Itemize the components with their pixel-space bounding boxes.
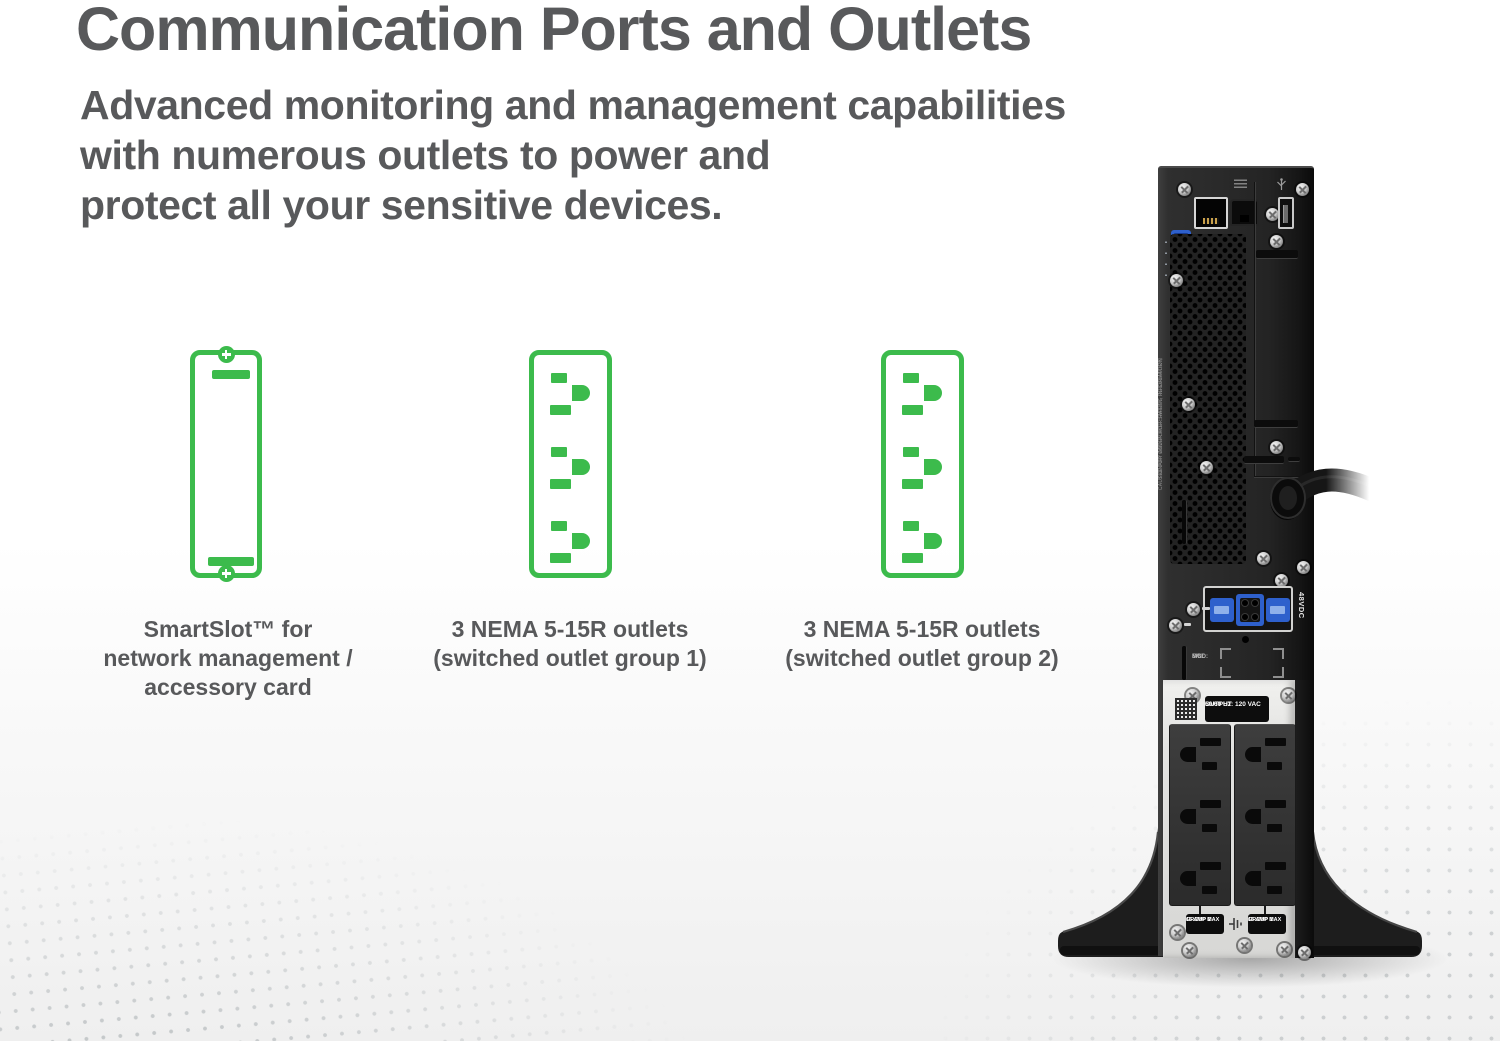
screw-icon	[1187, 603, 1200, 616]
page-subtitle: Advanced monitoring and management capab…	[80, 80, 1066, 230]
slot-cover-dash	[1288, 457, 1300, 462]
screw-icon	[1178, 183, 1191, 196]
caption-line: SmartSlot™ for	[143, 616, 313, 642]
nema-outlet	[1239, 857, 1293, 901]
ups-rear-panel-photo: SEE TOP COVER FOR SAFETY, REGULATORY, CA…	[1158, 166, 1314, 959]
card-slot-bar	[208, 557, 254, 566]
label-connector-line	[1264, 906, 1266, 914]
usb-trident-icon	[1277, 178, 1286, 190]
screw-icon	[1282, 689, 1295, 702]
qr-code	[1175, 698, 1197, 720]
nema-outlet	[1174, 733, 1228, 777]
group-label-line: GROUP 1	[1248, 917, 1273, 923]
caption-line: accessory card	[144, 674, 312, 700]
ethernet-port	[1194, 197, 1228, 229]
serial-port-print-icon	[1234, 179, 1247, 188]
card-slot-bar	[212, 370, 250, 379]
page-title: Communication Ports and Outlets	[76, 0, 1032, 63]
screw-icon	[1169, 619, 1182, 632]
panel-seam	[1254, 182, 1256, 478]
slot-cover-tab	[1254, 420, 1298, 428]
screw-icon	[1171, 926, 1184, 939]
screw-icon	[1296, 183, 1309, 196]
cord-fade-overlay	[1326, 458, 1386, 536]
nema-outlet-icon	[902, 521, 942, 563]
subtitle-line: protect all your sensitive devices.	[80, 182, 723, 228]
mod-label: MOD:	[1192, 654, 1208, 660]
screw-icon	[1275, 574, 1288, 587]
outlet-column-group1	[1234, 724, 1296, 906]
group-label-line: GROUP 2	[1186, 917, 1211, 923]
dc-battery-connector	[1203, 586, 1293, 632]
smartslot-card-icon	[190, 346, 262, 582]
screw-icon	[1297, 561, 1310, 574]
vertical-slot	[1182, 646, 1187, 680]
caption-line: 3 NEMA 5-15R outlets	[451, 616, 689, 642]
group-label-line: 15 AMP MAX	[1248, 917, 1282, 923]
caption-line: (switched outlet group 2)	[785, 645, 1059, 671]
usb-port	[1278, 197, 1294, 229]
screw-icon	[1170, 274, 1183, 287]
nema-outlet	[1239, 733, 1293, 777]
group2-rating-label: GROUP 2 15 AMP MAX	[1186, 914, 1224, 934]
print-dash	[1184, 623, 1191, 626]
vent-grid	[1170, 234, 1246, 564]
outlet-column-group2	[1169, 724, 1231, 906]
halftone-wave-pattern-left	[0, 663, 805, 1041]
safety-text-line: CAUTIONARY AND POWER RATING INFORMATION	[1158, 358, 1164, 491]
caption-line: network management /	[103, 645, 353, 671]
nema-outlet	[1239, 795, 1293, 839]
caption-line: 3 NEMA 5-15R outlets	[803, 616, 1041, 642]
nema-outlet-icon	[550, 373, 590, 415]
feature-caption-outlet-group-2: 3 NEMA 5-15R outlets (switched outlet gr…	[754, 615, 1090, 673]
nema-outlet	[1174, 795, 1228, 839]
dc-connector-center	[1236, 594, 1264, 626]
feature-caption-smartslot: SmartSlot™ for network management / acce…	[60, 615, 396, 702]
dc-connector-tab	[1210, 598, 1234, 622]
group1-rating-label: GROUP 1 15 AMP MAX	[1248, 914, 1286, 934]
label-corner-marks	[1220, 648, 1284, 678]
screw-icon	[1183, 944, 1196, 957]
nema-outlet-group-icon	[529, 350, 612, 578]
nema-outlet-icon	[902, 373, 942, 415]
nema-outlet-icon	[550, 521, 590, 563]
screw-icon	[1298, 946, 1311, 959]
group-label-line: 15 AMP MAX	[1186, 917, 1220, 923]
nema-outlet	[1174, 857, 1228, 901]
screw-icon	[1182, 398, 1195, 411]
slot-cover-tab	[1256, 250, 1298, 259]
nema-outlet-group-icon	[881, 350, 964, 578]
screw-icon	[1238, 939, 1251, 952]
output-label-line: 50/60 Hz	[1205, 701, 1232, 708]
pilot-hole	[1242, 636, 1249, 643]
ground-symbol-icon	[1229, 918, 1242, 930]
epo-pin-marks	[1165, 232, 1167, 276]
panel-seam	[1254, 476, 1306, 478]
subtitle-line: with numerous outlets to power and	[80, 132, 771, 178]
vertical-slot	[1182, 500, 1187, 544]
output-label-line: OUTPUT: 120 VAC	[1205, 701, 1261, 708]
subtitle-line: Advanced monitoring and management capab…	[80, 82, 1066, 128]
plus-screw-icon	[217, 565, 235, 582]
dc-connector-tab	[1266, 598, 1290, 622]
dc-voltage-label: 48VDC	[1297, 592, 1306, 619]
nema-outlet-icon	[902, 447, 942, 489]
screw-icon	[1266, 208, 1279, 221]
screw-icon	[1257, 552, 1270, 565]
output-rating-label: OUTPUT: 120 VAC 50/60 Hz	[1205, 696, 1269, 722]
plus-screw-icon	[217, 346, 235, 363]
label-connector-line	[1199, 906, 1201, 914]
screw-icon	[1200, 461, 1213, 474]
caption-line: (switched outlet group 1)	[433, 645, 707, 671]
feature-caption-outlet-group-1: 3 NEMA 5-15R outlets (switched outlet gr…	[402, 615, 738, 673]
side-face	[1295, 680, 1314, 958]
screw-icon	[1278, 943, 1291, 956]
screw-icon	[1270, 235, 1283, 248]
sn-label: S/N:	[1192, 654, 1204, 660]
print-dash	[1202, 607, 1210, 610]
slot-cover-tab	[1244, 456, 1284, 464]
screw-icon	[1270, 441, 1283, 454]
nema-outlet-icon	[550, 447, 590, 489]
